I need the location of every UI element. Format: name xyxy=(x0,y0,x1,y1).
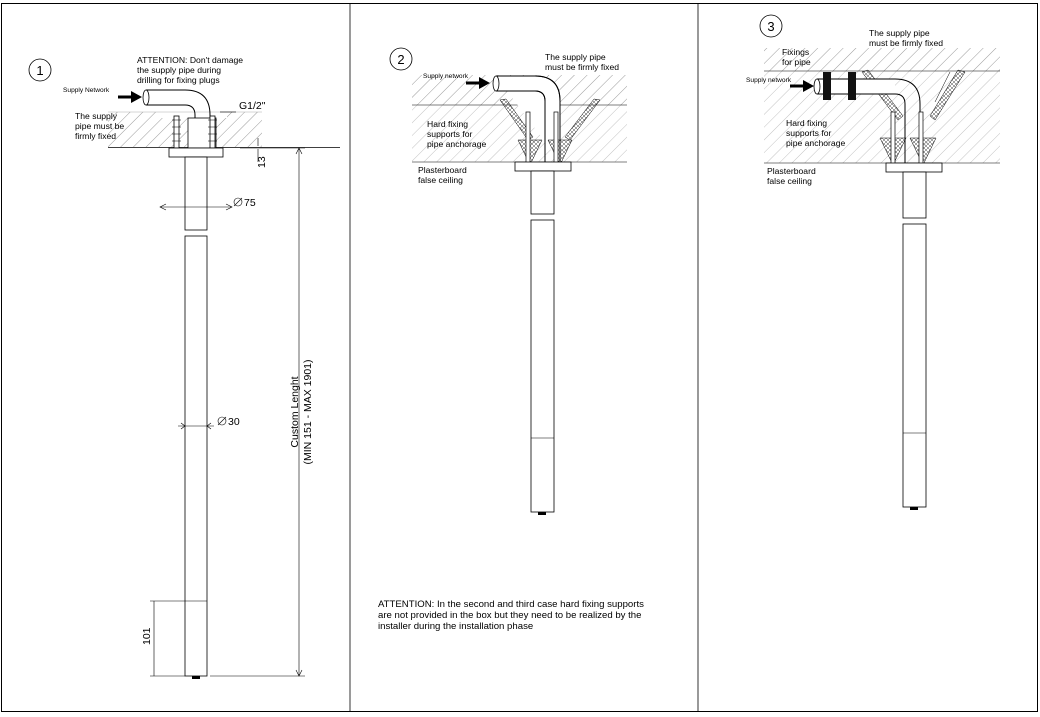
plasterboard-line-2: false ceiling xyxy=(418,175,463,185)
hard-fixing-line-3: pipe anchorage xyxy=(786,138,845,148)
hard-fixing-supports xyxy=(499,98,601,166)
shower-arm-pipe xyxy=(514,161,572,515)
fixings-line-1: Fixings xyxy=(782,47,809,57)
dim-75-label: 75 xyxy=(244,197,256,209)
ceiling-section xyxy=(108,111,340,148)
hard-fixing-supports xyxy=(879,111,937,166)
supply-network-label: Supply network xyxy=(746,77,792,84)
panel-number: 3 xyxy=(767,19,774,34)
firmly-fixed-line-1: The supply xyxy=(75,111,118,121)
dimension-custom-length: Custom Lenght (MIN 151 - MAX 1901) xyxy=(210,147,314,677)
dimension-101: 101 xyxy=(141,600,185,677)
firmly-fixed-line-2: must be firmly fixed xyxy=(545,62,619,72)
note-line-1: ATTENTION: In the second and third case … xyxy=(378,599,644,610)
hard-fixing-line-1: Hard fixing xyxy=(427,119,468,129)
panel-2: 2 Supply network The supply pipe xyxy=(389,47,627,515)
attention-line-3: drilling for fixing plugs xyxy=(137,75,220,85)
supply-arrow xyxy=(790,80,814,92)
fixings-line-2: for pipe xyxy=(782,57,811,67)
panel-2-number-badge: 2 xyxy=(389,47,413,71)
hard-fixing-line-1: Hard fixing xyxy=(786,118,827,128)
shower-arm-pipe xyxy=(168,147,224,679)
note-line-3: installer during the installation phase xyxy=(378,621,533,632)
attention-note: ATTENTION: In the second and third case … xyxy=(378,599,644,632)
hard-fixing-line-3: pipe anchorage xyxy=(427,139,486,149)
plasterboard-line-1: Plasterboard xyxy=(767,166,816,176)
panel-number: 1 xyxy=(36,63,43,78)
firmly-fixed-line-1: The supply pipe xyxy=(869,28,930,38)
plasterboard-line-1: Plasterboard xyxy=(418,165,467,175)
firmly-fixed-line-2: pipe must be xyxy=(75,121,124,131)
supply-network-label: Supply network xyxy=(423,73,469,80)
plasterboard-line-2: false ceiling xyxy=(767,176,812,186)
supply-pipe-elbow xyxy=(813,69,966,163)
firmly-fixed-line-1: The supply pipe xyxy=(545,52,606,62)
panel-1-number-badge: 1 xyxy=(28,58,52,82)
panel-1: 1 Supply Network ATTENTION: Don't damage xyxy=(28,55,340,679)
attention-line-2: the supply pipe during xyxy=(137,65,221,75)
custom-length-line-1: Custom Lenght xyxy=(289,376,301,447)
pipe-fixing-clamps xyxy=(823,72,856,100)
dimension-13: 13 xyxy=(256,138,268,168)
supply-arrow xyxy=(466,77,490,89)
supply-arrow xyxy=(118,91,142,103)
panel-number: 2 xyxy=(397,52,404,67)
sheet-frame xyxy=(1,3,1038,712)
thread-label: G1/2" xyxy=(239,100,266,112)
supply-network-label: Supply Network xyxy=(63,87,110,94)
note-line-2: are not provided in the box but they nee… xyxy=(378,610,641,621)
dimension-75: 75 xyxy=(159,197,256,211)
dim-30-label: 30 xyxy=(228,416,240,428)
firmly-fixed-line-3: firmly fixed xyxy=(75,131,116,141)
attention-line-1: ATTENTION: Don't damage xyxy=(137,55,243,65)
hard-fixing-line-2: supports for xyxy=(786,128,832,138)
dim-101-label: 101 xyxy=(141,627,153,645)
firmly-fixed-line-2: must be firmly fixed xyxy=(869,38,943,48)
hard-fixing-line-2: supports for xyxy=(427,129,473,139)
panel-3-number-badge: 3 xyxy=(759,14,783,38)
shower-arm-pipe xyxy=(885,162,943,510)
dim-13-label: 13 xyxy=(256,156,268,168)
dimension-30: 30 xyxy=(178,416,240,430)
custom-length-line-2: (MIN 151 - MAX 1901) xyxy=(302,359,314,464)
panel-3: 3 Supply network xyxy=(746,14,1000,510)
